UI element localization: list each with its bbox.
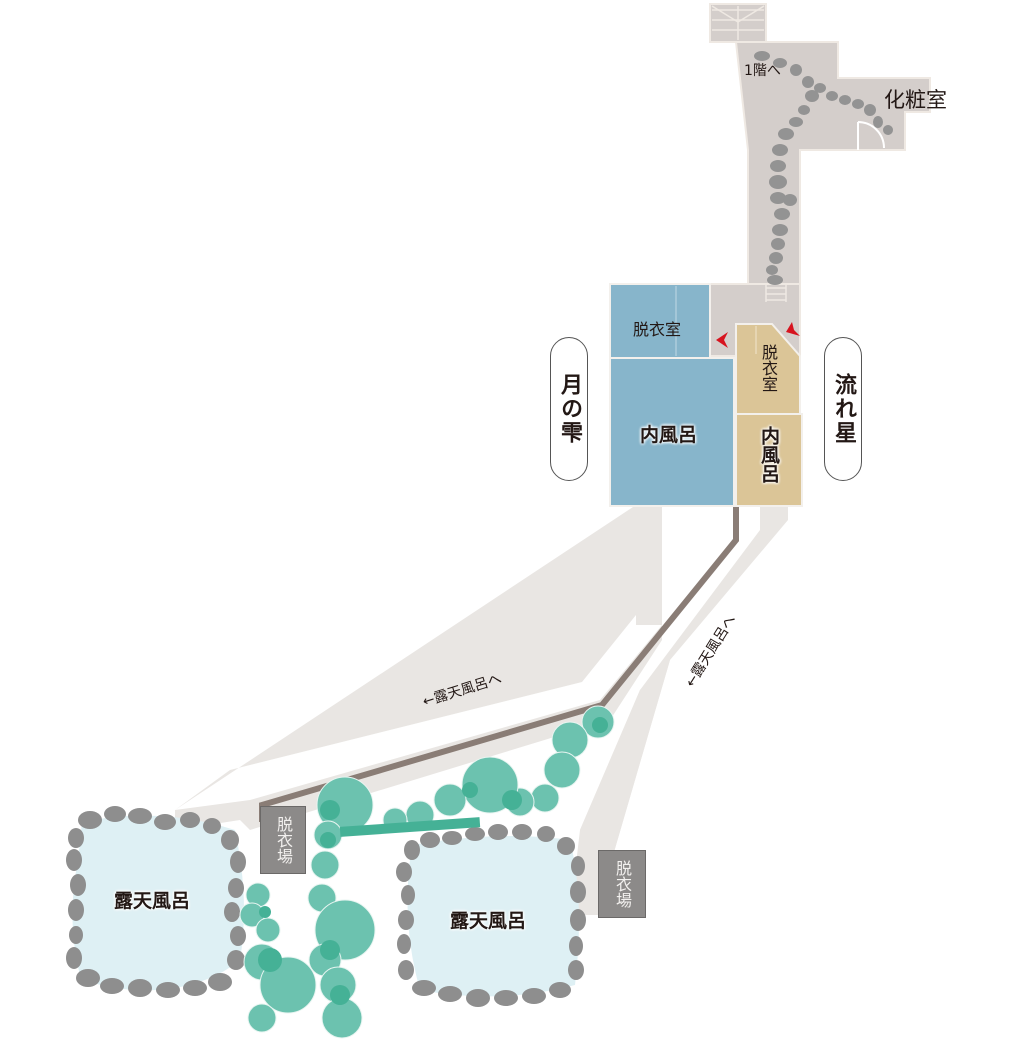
hedge xyxy=(339,817,481,837)
stepping-stones xyxy=(754,51,893,285)
garden-trees-dark xyxy=(258,717,608,1005)
bath-name-nagareboshi[interactable]: 流れ星 xyxy=(824,337,862,481)
changing-area-label: 脱衣場 xyxy=(613,860,632,908)
upper-corridor xyxy=(709,3,931,357)
nagareboshi-rooms xyxy=(735,323,803,507)
walkways xyxy=(175,505,788,915)
tsuki-indoor-bath-label[interactable]: 内風呂 xyxy=(640,424,698,446)
powder-room-label[interactable]: 化粧室 xyxy=(884,88,947,112)
changing-area-label: 脱衣場 xyxy=(274,816,293,864)
changing-area-right[interactable]: 脱衣場 xyxy=(598,850,646,918)
outdoor-bath-right-shape xyxy=(396,824,586,1007)
tsuki-no-shizuku-rooms xyxy=(609,283,735,507)
nagare-dressing-room-label[interactable]: 脱衣室 xyxy=(759,344,778,392)
stairs-label: 1階へ xyxy=(744,63,781,79)
entrance-arrow-icons xyxy=(716,322,800,348)
bath-name-text: 月の雫 xyxy=(557,373,582,445)
outdoor-bath-left-shape xyxy=(66,806,246,998)
outdoor-bath-left-label[interactable]: 露天風呂 xyxy=(114,890,191,912)
changing-area-left[interactable]: 脱衣場 xyxy=(260,806,306,874)
nagare-indoor-bath-label[interactable]: 内風呂 xyxy=(758,426,780,483)
bath-name-tsuki-no-shizuku[interactable]: 月の雫 xyxy=(550,337,588,481)
bath-name-text: 流れ星 xyxy=(831,373,856,445)
outdoor-bath-right-label[interactable]: 露天風呂 xyxy=(450,910,527,932)
tsuki-dressing-room-label[interactable]: 脱衣室 xyxy=(633,320,682,339)
